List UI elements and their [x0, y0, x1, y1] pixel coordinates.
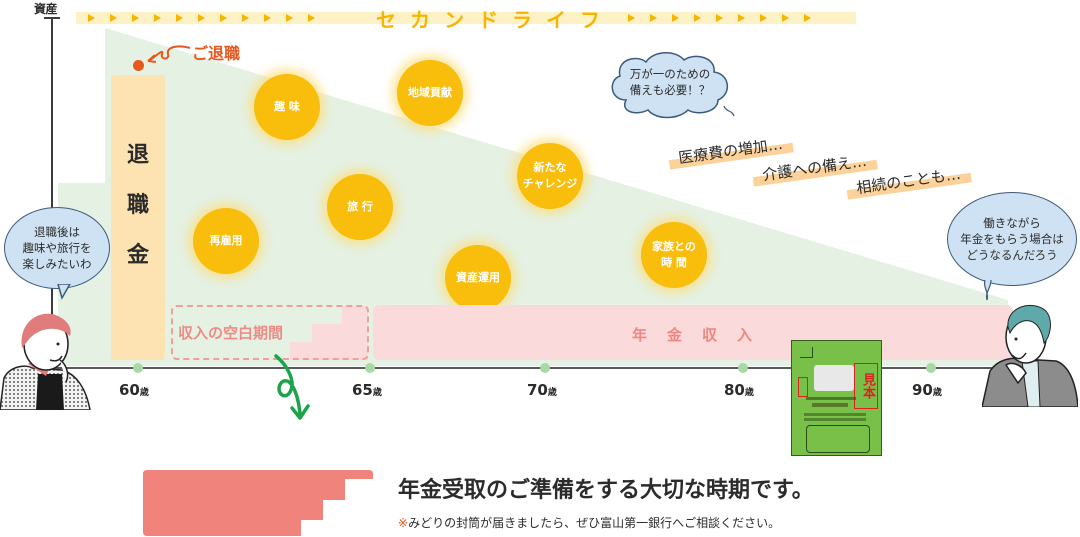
activity-hobby: 趣 味: [254, 74, 320, 140]
arrow-right-icon: [88, 14, 95, 22]
envelope-postmark: [800, 347, 813, 358]
arrow-right-icon: [760, 14, 767, 22]
tick-dot-80: [738, 363, 748, 373]
tick-label-60: 60歳: [119, 381, 149, 399]
arrow-right-icon: [286, 14, 293, 22]
y-axis-tick: [44, 17, 60, 19]
pension-income-bar: [373, 305, 1013, 360]
retirement-dot: [133, 60, 144, 71]
envelope-mark: [798, 377, 808, 397]
envelope-text-line: [804, 413, 866, 416]
band-title: セカンドライフ: [376, 8, 614, 32]
arrow-right-icon: [176, 14, 183, 22]
retirement-bar-char: 退: [126, 143, 149, 168]
arrow-right-icon: [110, 14, 117, 22]
activity-new-challenge: 新たなチャレンジ: [517, 143, 583, 209]
activity-travel: 旅 行: [327, 174, 393, 240]
activity-reemployment: 再雇用: [193, 208, 259, 274]
activity-label: チャレンジ: [522, 177, 578, 190]
envelope-address-box: [806, 425, 870, 453]
note-mark: ※: [398, 516, 409, 530]
activity-community: 地域貢献: [397, 60, 463, 126]
man-illustration-icon: [982, 304, 1078, 407]
tick-dot-70: [540, 363, 550, 373]
note-text: みどりの封筒が届きましたら、ぜひ富山第一銀行へご相談ください。: [408, 516, 781, 530]
sample-stamp: 見本: [854, 363, 878, 409]
green-envelope-sample: 見本: [791, 340, 882, 456]
woman-speech-bubble: 退職後は 趣味や旅行を 楽しみたいわ: [4, 207, 110, 289]
y-axis: [51, 18, 53, 368]
envelope-logo: [812, 403, 848, 407]
activity-label: 家族との: [652, 240, 696, 253]
arrow-right-icon: [154, 14, 161, 22]
speech-line: 年金をもらう場合は: [960, 232, 1064, 246]
thought-cloud: [611, 52, 735, 119]
activity-label: 時 間: [661, 256, 687, 269]
tick-dot-65: [365, 363, 375, 373]
speech-line: 楽しみたいわ: [22, 257, 92, 271]
arrow-right-icon: [242, 14, 249, 22]
speech-tail: [57, 284, 71, 300]
arrow-right-icon: [198, 14, 205, 22]
activity-label: 資産運用: [456, 271, 500, 284]
second-life-band: [76, 12, 856, 24]
woman-illustration-icon: [0, 313, 91, 410]
y-axis-label: 資産: [34, 2, 58, 16]
speech-line: 備えも必要！？: [629, 83, 711, 97]
envelope-window: [814, 365, 854, 391]
speech-line: 万が一のための: [629, 67, 711, 81]
band-arrows-right: [628, 12, 811, 24]
retirement-label: ご退職: [192, 44, 241, 63]
activity-label: 旅 行: [347, 200, 373, 213]
curly-arrow-icon: [147, 45, 191, 63]
income-gap-label: 収入の空白期間: [178, 324, 284, 342]
envelope-text-line: [806, 397, 856, 400]
speech-tail: [983, 280, 992, 301]
tick-label-80: 80歳: [724, 381, 754, 399]
arrow-right-icon: [220, 14, 227, 22]
loop-arrow-icon: [274, 354, 310, 420]
retirement-bar-char: 金: [126, 243, 149, 268]
arrow-right-icon: [264, 14, 271, 22]
speech-line: 趣味や旅行を: [22, 241, 92, 255]
envelope-text-line: [804, 418, 866, 421]
arrow-right-icon: [782, 14, 789, 22]
activity-family-time: 家族との時 間: [641, 222, 707, 288]
tick-dot-90: [926, 363, 936, 373]
retirement-allowance-bar: 退 職 金: [111, 75, 165, 360]
band-arrows-left: [88, 12, 315, 24]
thought-cloud-text: 万が一のための 備えも必要！？: [618, 66, 722, 98]
arrow-right-icon: [650, 14, 657, 22]
arrow-right-icon: [308, 14, 315, 22]
man-speech-bubble: 働きながら 年金をもらう場合は どうなるんだろう: [947, 192, 1077, 286]
activity-label: 趣 味: [274, 100, 300, 113]
pension-income-label: 年金収入: [632, 326, 773, 344]
arrow-right-icon: [132, 14, 139, 22]
footer-title: 年金受取のご準備をする大切な時期です。: [398, 478, 814, 503]
tick-label-65: 65歳: [352, 381, 382, 399]
speech-line: どうなるんだろう: [966, 248, 1058, 262]
tick-label-70: 70歳: [527, 381, 557, 399]
footer-stairs-graphic: [143, 470, 373, 536]
x-axis: [52, 367, 1062, 369]
gap-stairs: [290, 306, 368, 360]
arrow-right-icon: [694, 14, 701, 22]
tick-label-90: 90歳: [912, 381, 942, 399]
tick-dot-60: [133, 363, 143, 373]
arrow-right-icon: [672, 14, 679, 22]
retirement-bar-char: 職: [126, 193, 149, 218]
arrow-right-icon: [738, 14, 745, 22]
speech-line: 働きながら: [983, 216, 1041, 230]
activity-label: 再雇用: [209, 234, 243, 247]
arrow-right-icon: [628, 14, 635, 22]
income-gap-box: [171, 305, 369, 360]
activity-label: 地域貢献: [408, 86, 452, 99]
speech-line: 退職後は: [34, 225, 80, 239]
activity-asset-management: 資産運用: [445, 245, 511, 311]
arrow-right-icon: [804, 14, 811, 22]
activity-label: 新たな: [533, 161, 567, 174]
arrow-right-icon: [716, 14, 723, 22]
footer-note: ※みどりの封筒が届きましたら、ぜひ富山第一銀行へご相談ください。: [398, 514, 780, 531]
